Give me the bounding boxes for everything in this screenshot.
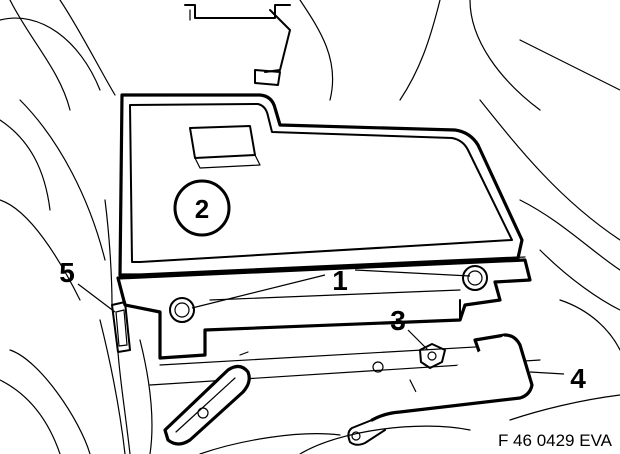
frame-rail: [116, 258, 532, 360]
callout-2-badge: 2: [173, 179, 231, 237]
callout-2-label: 2: [195, 194, 209, 224]
leader-1-left: [191, 274, 326, 309]
cable-rod: [347, 333, 534, 446]
callout-3-label: 3: [390, 305, 406, 336]
top-bracket: [184, 4, 291, 86]
wrench-tool: [163, 364, 251, 446]
leader-1-right: [354, 269, 471, 277]
callout-4-label: 4: [570, 363, 586, 394]
wing-nut: [419, 343, 446, 369]
leader-3: [407, 329, 429, 351]
screw-left: [169, 297, 195, 323]
figure-code: F 46 0429 EVA: [498, 431, 613, 450]
screw-right: [462, 265, 488, 291]
storage-tray: [118, 93, 526, 277]
side-clip: [104, 199, 131, 454]
leader-lines: [77, 269, 565, 375]
callout-1-label: 1: [332, 265, 348, 296]
leader-5: [77, 283, 116, 313]
callout-5-label: 5: [59, 257, 75, 288]
leader-4: [529, 371, 565, 375]
